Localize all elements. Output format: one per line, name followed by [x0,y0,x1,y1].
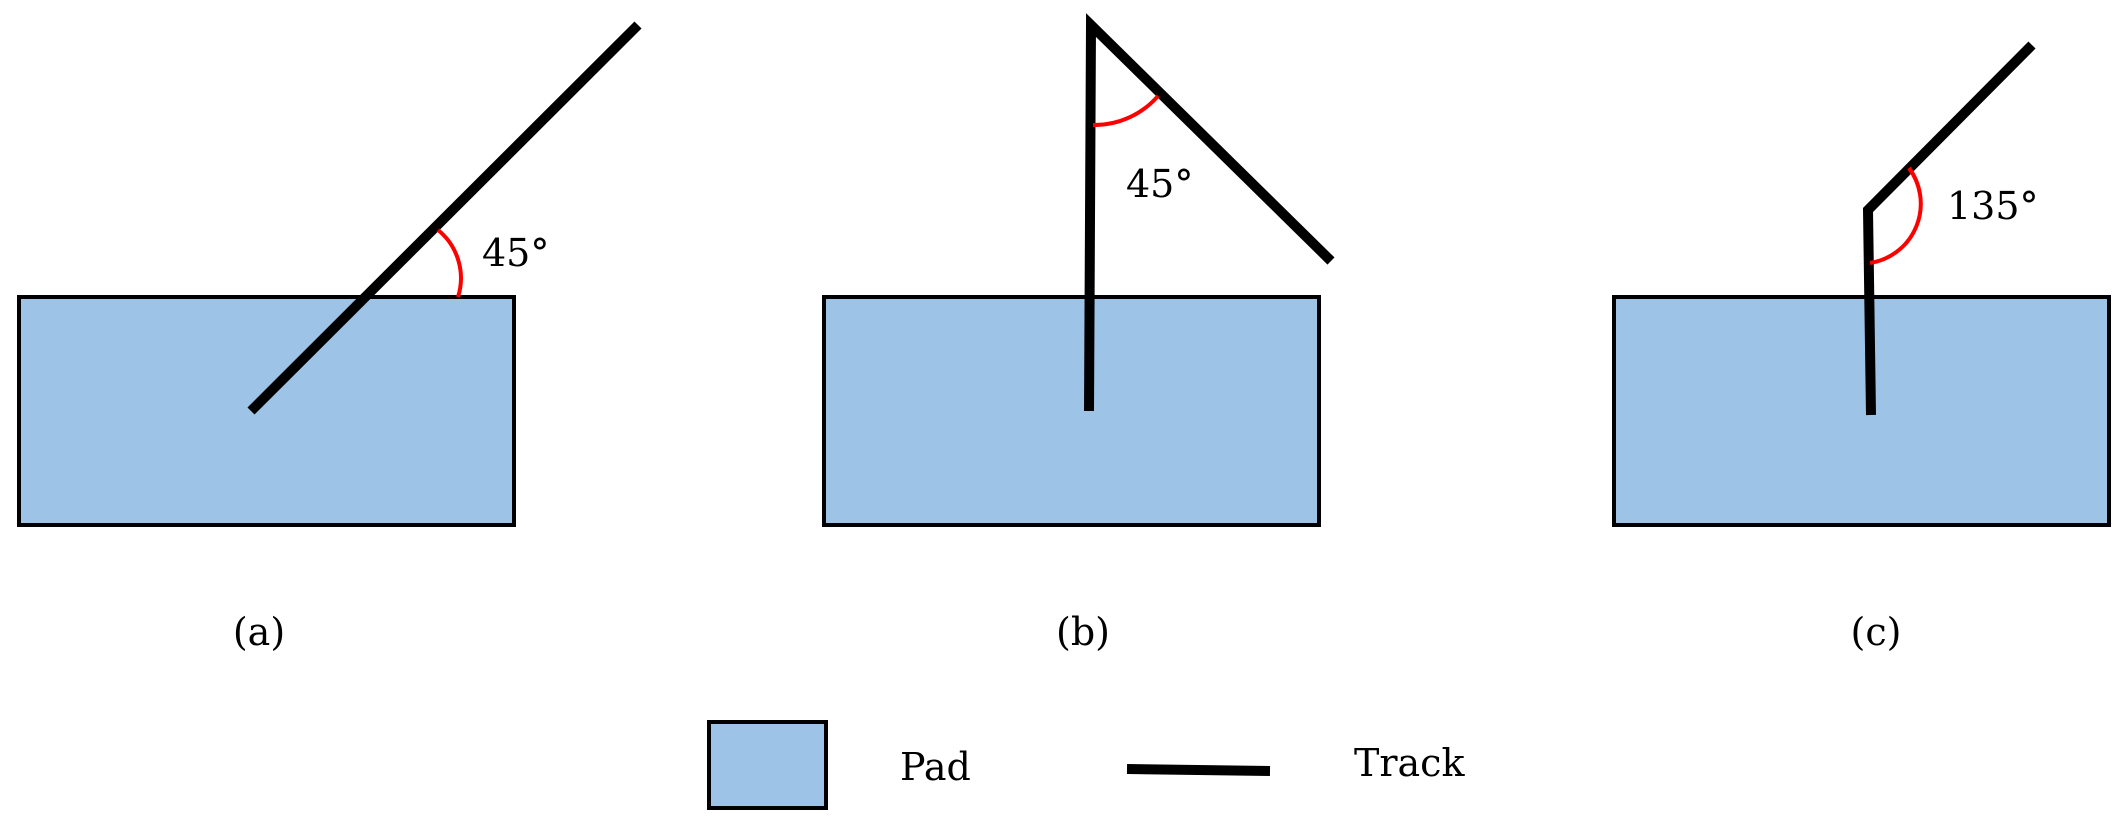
pad-rect [822,295,1321,527]
pad-rect [1612,295,2111,527]
legend-pad-swatch [707,720,828,810]
panel-caption: (c) [1851,610,1902,654]
panel-c: 135° (c) [1612,41,2111,654]
legend-track-swatch [1126,764,1271,776]
angle-label: 45° [482,231,549,275]
track-line [1862,41,2036,416]
pad-rect [17,295,516,527]
legend-pad-label: Pad [900,745,971,789]
legend: Pad Track [707,720,1465,810]
legend-track-label: Track [1354,741,1465,785]
panel-caption: (b) [1056,610,1110,654]
angle-label: 135° [1947,184,2039,228]
angle-arc [1092,94,1160,128]
panel-b: 45° (b) [822,13,1335,654]
track-line [1084,13,1335,412]
panel-a: 45° (a) [17,21,642,654]
track-line [247,21,642,415]
panel-caption: (a) [233,610,285,654]
angle-arc [1869,166,1923,265]
angle-arc [436,228,463,298]
angle-label: 45° [1126,162,1193,206]
